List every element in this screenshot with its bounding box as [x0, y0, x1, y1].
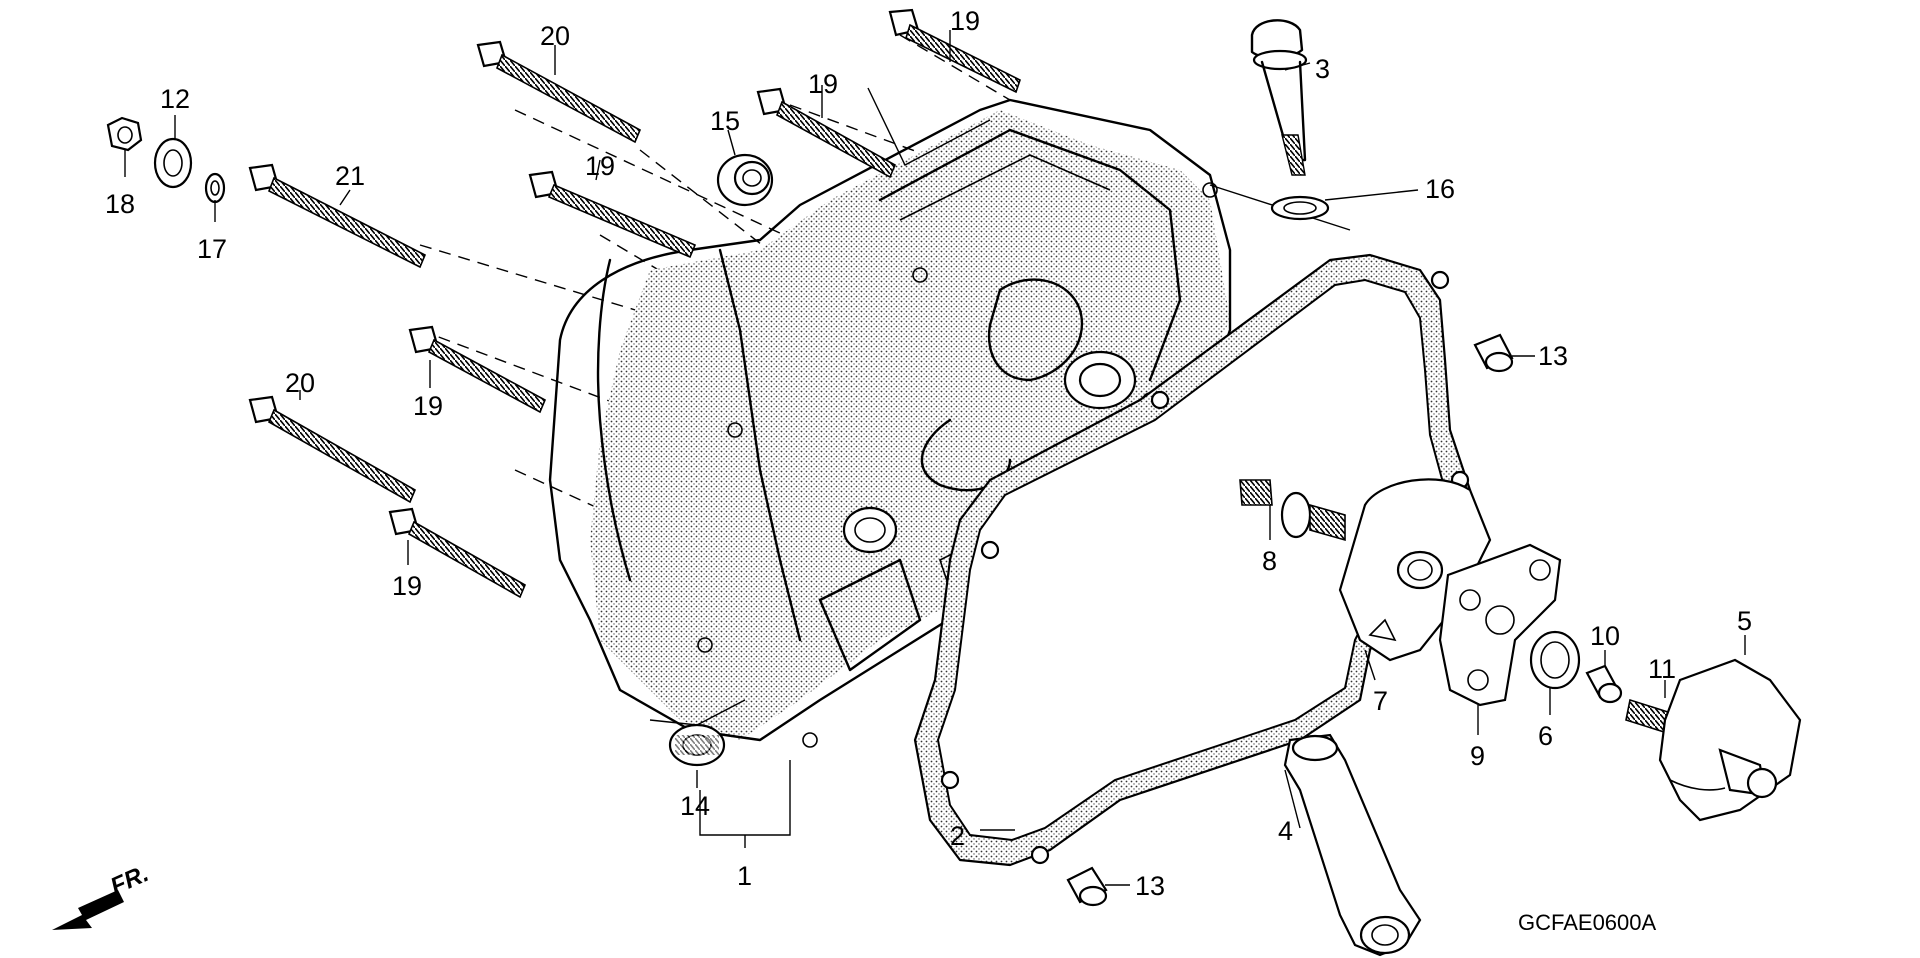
o-ring-16	[1270, 195, 1330, 221]
bolt-19-upper	[756, 87, 897, 179]
front-arrow-icon	[52, 890, 124, 930]
callout-11: 11	[1648, 654, 1676, 684]
callout-4: 4	[1278, 816, 1293, 846]
callout-10: 10	[1590, 621, 1620, 651]
seal-17	[204, 172, 226, 204]
bolt-20-top	[476, 40, 642, 144]
kick-arm-4	[1283, 733, 1422, 957]
callout-13-lower: 13	[1135, 871, 1165, 901]
callout-16: 16	[1425, 174, 1455, 204]
dowel-pin-13-upper	[1473, 333, 1514, 373]
callout-9: 9	[1470, 741, 1485, 771]
leader-lines	[124, 30, 1746, 886]
callout-19-bottom: 19	[392, 571, 422, 601]
callout-19-upper: 19	[808, 69, 838, 99]
screw-11	[1625, 698, 1669, 734]
callout-17: 17	[197, 234, 227, 264]
callout-19-middle: 19	[585, 151, 615, 181]
bushing-10	[1585, 664, 1623, 704]
front-direction-indicator: FR.	[52, 860, 153, 930]
crankcase-cover	[548, 98, 1232, 748]
callout-13-upper: 13	[1538, 341, 1568, 371]
needle-bearing-14	[668, 723, 726, 767]
callout-7: 7	[1373, 686, 1388, 716]
bolt-19-bottom	[388, 507, 527, 599]
dowel-pin-13-lower	[1066, 866, 1108, 907]
cover-gasket	[913, 253, 1472, 867]
seal-ring-6	[1529, 630, 1581, 690]
callout-21: 21	[335, 161, 365, 191]
bolt-19-top	[888, 8, 1021, 94]
oil-filler-cap	[1250, 19, 1308, 176]
bolt-19-left	[408, 325, 547, 414]
callout-15: 15	[710, 106, 740, 136]
callout-19-left: 19	[413, 391, 443, 421]
callout-18: 18	[105, 189, 135, 219]
callout-19-top: 19	[950, 6, 980, 36]
plate-7	[1338, 478, 1492, 662]
bearing-15	[716, 153, 774, 207]
callout-12: 12	[160, 84, 190, 114]
nut-18	[106, 116, 143, 152]
callout-8: 8	[1262, 546, 1277, 576]
callout-3: 3	[1315, 54, 1330, 84]
callout-6: 6	[1538, 721, 1553, 751]
callout-labels: 1 2 3 4 5 6 7 8 9 10 11 12 13 13 14 15 1…	[105, 6, 1752, 901]
bolt-19-middle	[528, 170, 697, 259]
plate-9	[1438, 543, 1562, 707]
bolt-20-lower	[248, 395, 417, 504]
callout-20-lower: 20	[285, 368, 315, 398]
callout-14: 14	[680, 791, 710, 821]
callout-20-top: 20	[540, 21, 570, 51]
bolt-21	[248, 163, 427, 269]
shaft-assembly-5	[1658, 658, 1802, 822]
washer-12	[153, 137, 193, 189]
callout-1: 1	[737, 861, 752, 891]
callout-2: 2	[950, 821, 965, 851]
diagram-code: GCFAE0600A	[1518, 910, 1657, 935]
callout-5: 5	[1737, 606, 1752, 636]
shaft-8	[1239, 479, 1346, 542]
